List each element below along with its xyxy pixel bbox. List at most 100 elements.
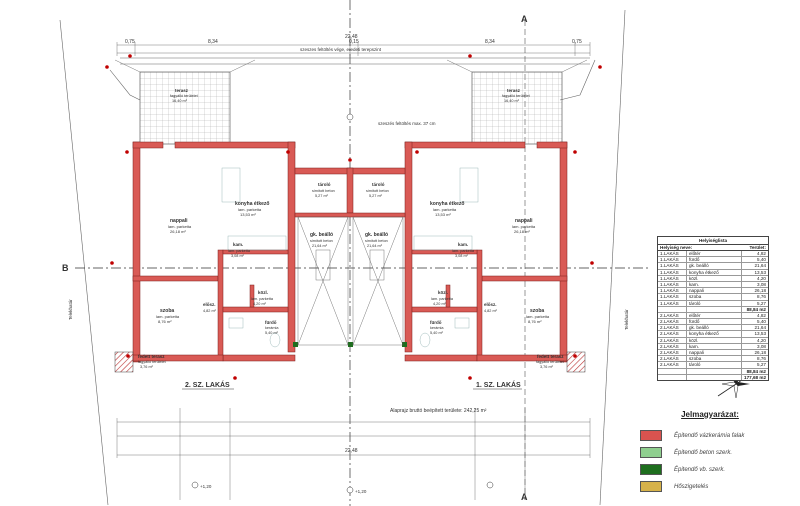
covered-terrace-right-area: 3,76 m² (540, 365, 554, 369)
legend-label: Épitendő beton szerk. (674, 449, 733, 456)
col-area: Terület: (749, 245, 766, 250)
svg-text:3,08 m²: 3,08 m² (455, 254, 469, 258)
room-left-garage: gk. beálló (310, 232, 333, 238)
legend-label: Épitendő vb. szerk. (674, 466, 726, 473)
svg-text:kerámia: kerámia (265, 326, 279, 330)
svg-text:4,82 m²: 4,82 m² (484, 309, 498, 313)
room-left-szoba: szoba (160, 308, 174, 314)
dim-total-bottom: 22,48 (345, 448, 358, 454)
svg-text:lam. parketta: lam. parketta (431, 297, 454, 301)
svg-text:13,53 m²: 13,53 m² (435, 212, 451, 217)
garage-outlines (297, 216, 404, 346)
svg-text:lam. parketta: lam. parketta (156, 314, 180, 319)
furniture-hints (221, 167, 479, 348)
covered-terrace-left-sub: fagyálló terülelet (138, 360, 167, 364)
legend-label: Épitendő vázkerámia falak (674, 432, 745, 439)
legend-label: Hőszigetelés (674, 483, 709, 490)
room-left-furdo: fürdő (265, 320, 277, 325)
terrace-left-name: terasz (175, 88, 189, 93)
room-right-elosz: elősz. (484, 302, 497, 307)
section-axes (75, 0, 650, 506)
svg-text:4,20 m²: 4,20 m² (253, 302, 267, 306)
room-right-kozl: közl. (438, 290, 448, 295)
room-left-nappali: nappali (170, 218, 188, 224)
terrace-left (139, 71, 231, 145)
svg-text:lam. parketta: lam. parketta (526, 314, 550, 319)
terrace-right-name: terasz (507, 88, 521, 93)
svg-text:lam. parketta: lam. parketta (433, 207, 457, 212)
room-left-kam: kam. (233, 242, 243, 247)
axis-markers (105, 54, 602, 380)
svg-text:4,20 m²: 4,20 m² (433, 302, 447, 306)
svg-text:simított beton: simított beton (366, 189, 389, 193)
left-room-labels: nappali lam. parketta 26,18 m² konyha ét… (156, 182, 335, 335)
svg-text:5,40 m²: 5,40 m² (430, 331, 444, 335)
room-list-total: 177,68 m2 (658, 374, 768, 380)
legend: Jelmagyarázat: Épitendő vázkerámia falak… (640, 410, 780, 495)
room-list-title: Helyiséglista (658, 237, 768, 245)
right-room-labels: nappali lam. parketta 26,18 m² konyha ét… (365, 182, 550, 335)
unit-right-title: 1. SZ. LAKÁS (476, 380, 521, 389)
room-right-kam: kam. (458, 242, 468, 247)
svg-text:5,27 m²: 5,27 m² (369, 194, 383, 198)
table-row: 88,84 m2 (658, 368, 768, 375)
room-right-nappali: nappali (515, 218, 533, 224)
site-boundary (59, 9, 626, 506)
svg-text:21,64 m²: 21,64 m² (312, 244, 328, 248)
covered-terrace-left-hatch (114, 351, 134, 373)
room-list-table: Helyiséglista Helyiség neve: Terület: 1.… (657, 236, 769, 381)
svg-text:8,76 m²: 8,76 m² (528, 319, 542, 324)
terrace-right (471, 71, 563, 145)
legend-swatch (640, 447, 662, 458)
unit-left-title: 2. SZ. LAKÁS (185, 380, 230, 389)
svg-text:kerámia: kerámia (430, 326, 444, 330)
svg-text:simított beton: simított beton (365, 239, 388, 243)
dim-top-3: 0,15 (349, 39, 359, 45)
svg-text:26,18 m²: 26,18 m² (514, 229, 530, 234)
section-a-bottom: A (521, 492, 528, 502)
elevation-markers (191, 113, 494, 494)
legend-item: Épitendő vázkerámia falak (640, 427, 780, 444)
room-left-elosz: elősz. (203, 302, 216, 307)
room-left-taroló: tároló (318, 182, 331, 187)
covered-terrace-right-sub: fagyálló terülelet (536, 360, 565, 364)
left-unit-walls (132, 141, 296, 363)
legend-item: Hőszigetelés (640, 478, 780, 495)
room-right-taroló: tároló (372, 182, 385, 187)
svg-text:lam. parketta: lam. parketta (452, 249, 475, 253)
room-right-garage: gk. beálló (365, 232, 388, 238)
side-left-label: Telekhatár (68, 299, 73, 320)
elev-bottom: +1,20 (355, 489, 367, 494)
dim-total-top: 22,48 (345, 34, 358, 40)
legend-item: Épitendő vb. szerk. (640, 461, 780, 478)
room-left-kozl: közl. (258, 290, 268, 295)
section-a-top: A (521, 14, 528, 24)
svg-text:lam. parketta: lam. parketta (238, 207, 262, 212)
svg-text:lam. parketta: lam. parketta (251, 297, 274, 301)
svg-text:simított beton: simított beton (310, 239, 333, 243)
room-right-szoba: szoba (530, 308, 544, 314)
svg-text:8,76 m²: 8,76 m² (158, 319, 172, 324)
dim-top-5: 0,75 (572, 39, 582, 45)
note-top: szeszes feltöltés vége, eredeti terepszi… (300, 47, 382, 52)
dim-top-1: 0,75 (125, 39, 135, 45)
footprint-note: Alaprajz bruttó beépített területe: 242,… (390, 408, 487, 414)
section-b-left: B (62, 263, 69, 273)
svg-text:13,53 m²: 13,53 m² (240, 212, 256, 217)
